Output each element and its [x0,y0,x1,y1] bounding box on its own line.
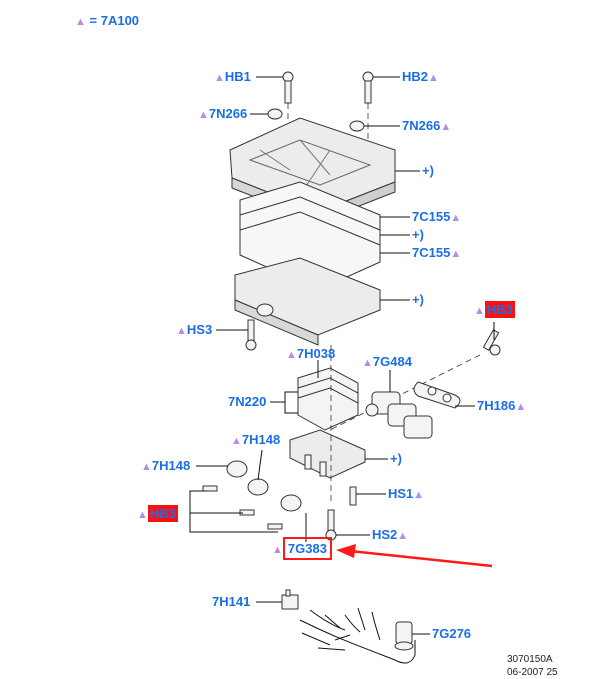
label-plus-2[interactable]: +) [412,227,424,242]
highlighted-part-number: 7G383 [282,537,332,560]
marker-icon: ▲ [214,72,225,84]
o-ring-left [267,108,283,120]
label-plus-4[interactable]: +) [390,451,402,466]
stud-hs1 [349,486,357,506]
marker-icon: ▲ [397,530,409,542]
label-7c155-top[interactable]: 7C155▲ [412,209,462,225]
label-7n266-left[interactable]: ▲7N266 [198,106,248,122]
connector-7h141 [281,589,299,610]
marker-icon: ▲ [198,109,209,121]
label-7n220[interactable]: 7N220 [228,394,267,409]
marker-icon: ▲ [272,544,283,556]
label-7g484[interactable]: ▲7G484 [362,354,412,370]
label-7g383[interactable]: ▲7G383 [272,537,332,560]
sensor-7h148-right [247,478,269,496]
marker-icon: ▲ [515,401,527,413]
label-hb1[interactable]: ▲HB1 [214,69,251,85]
marker-icon: ▲ [176,325,187,337]
label-plus-1[interactable]: +) [422,163,434,178]
label-hb3-left[interactable]: ▲HB3 [137,505,178,522]
label-7h141[interactable]: 7H141 [212,594,251,609]
marker-icon: ▲ [137,509,148,521]
marker-icon: ▲ [450,248,462,260]
label-plus-3[interactable]: +) [412,292,424,307]
sensor-7g383 [280,494,302,512]
label-hs1[interactable]: HS1▲ [388,486,425,502]
bolt-hs3 [245,319,257,351]
highlighted-label: HB3 [147,505,178,522]
bolt-hb3-right [329,329,501,431]
lower-valve-body [234,257,381,346]
legend-text: = 7A100 [89,13,140,28]
wiring-harness [299,607,416,664]
label-hs3[interactable]: ▲HS3 [176,322,213,338]
marker-icon: ▲ [413,489,425,501]
plate-stack [297,367,359,431]
leader-lines [196,76,495,635]
highlight-arrow [336,544,493,568]
diagram-date: 06-2007 25 [507,667,558,678]
stud-hs2 [325,509,337,541]
label-7n266-right[interactable]: 7N266▲ [402,118,452,134]
label-7h038[interactable]: ▲7H038 [286,346,336,362]
marker-icon: ▲ [286,349,297,361]
solenoid-body [289,429,366,479]
marker-icon: ▲ [141,461,152,473]
bolts-hb3-left [189,485,283,533]
o-ring-right [349,120,365,132]
sensor-7h148-left [226,460,248,478]
clip-7h186 [413,381,461,409]
label-7h148-left[interactable]: ▲7H148 [141,458,191,474]
diagram-code: 3070150A [507,654,553,665]
label-hb3-right[interactable]: ▲HB3 [474,301,515,318]
label-7h148-top[interactable]: ▲7H148 [231,432,281,448]
solenoid-block [365,391,433,439]
legend: ▲ = 7A100 [75,14,139,29]
diagram-footer: 3070150A 06-2007 25 [507,653,558,679]
marker-icon: ▲ [362,357,373,369]
marker-icon: ▲ [450,212,462,224]
label-7h186[interactable]: 7H186▲ [477,398,527,414]
highlighted-label: HB3 [484,301,515,318]
marker-icon: ▲ [474,305,485,317]
label-hb2[interactable]: HB2▲ [402,69,439,85]
marker-icon: ▲ [231,435,242,447]
marker-icon: ▲ [75,16,86,28]
label-7g276[interactable]: 7G276 [432,626,472,641]
label-7c155-bottom[interactable]: 7C155▲ [412,245,462,261]
marker-icon: ▲ [428,72,439,84]
marker-icon: ▲ [440,121,452,133]
label-hs2[interactable]: HS2▲ [372,527,409,543]
